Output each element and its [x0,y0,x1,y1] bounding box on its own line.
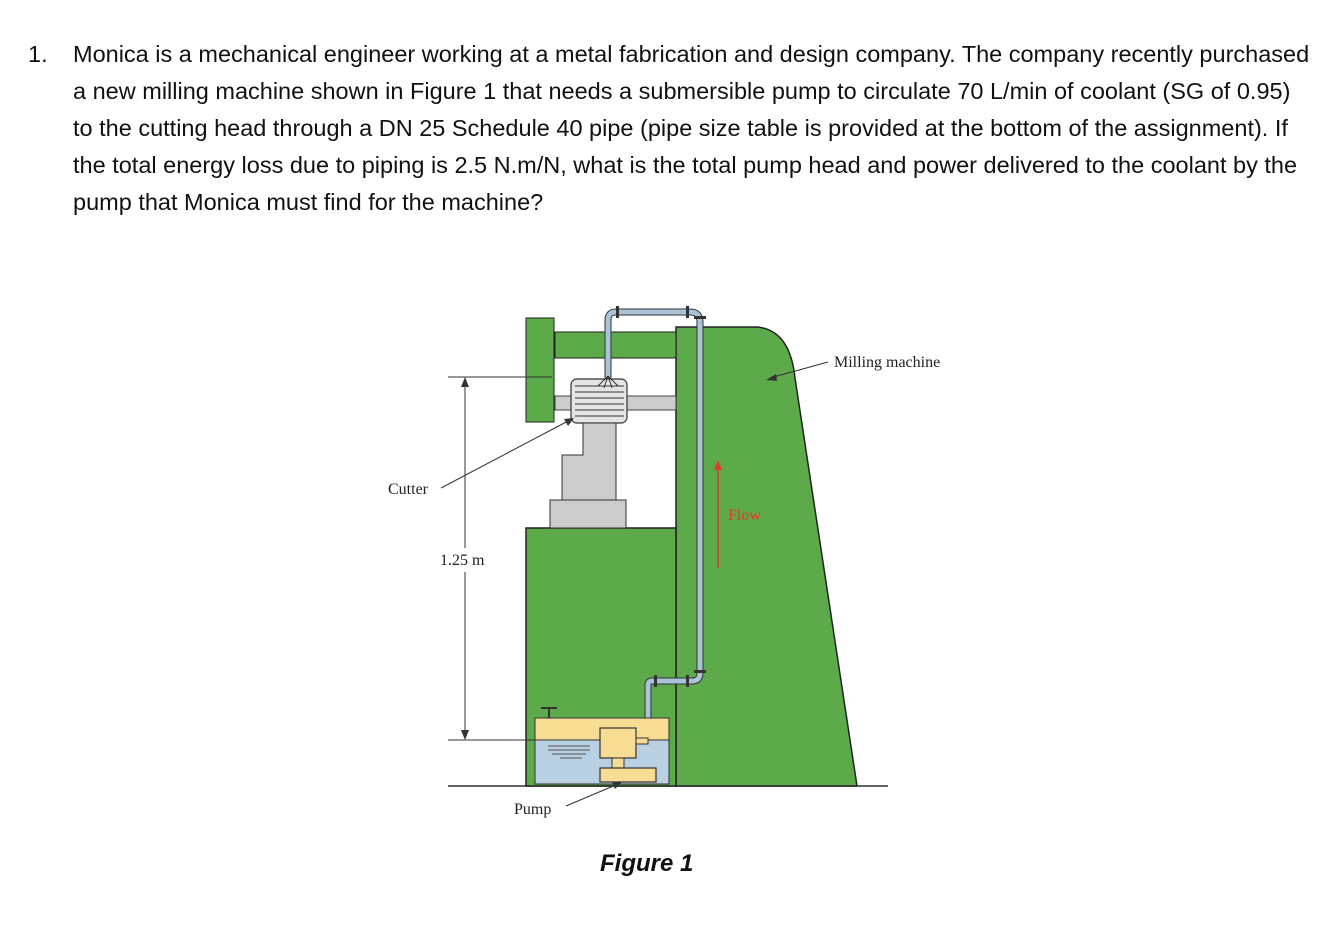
milling-machine-leader-arrow [766,374,777,381]
cutter-leader-arrow [564,418,574,426]
question-number: 1. [28,41,48,67]
dimension-arrow-up [461,377,469,387]
milling-machine-leader [769,361,829,379]
coolant-ripples [548,745,590,759]
machine-head-plate [525,317,555,423]
height-dimension [448,376,552,741]
machine-column [675,326,858,787]
milling-machine-label: Milling machine [834,354,940,371]
coolant-nozzle [597,375,619,389]
figure-caption: Figure 1 [600,850,694,877]
question-text: Monica is a mechanical engineer working … [73,41,1310,215]
flow-arrow-head [714,460,722,470]
filler-cap [541,707,557,718]
pump-label: Pump [514,801,551,818]
work-table-base [549,499,627,529]
height-label: 1.25 m [440,552,485,569]
work-table [561,422,617,501]
cutter-label: Cutter [388,481,429,498]
flow-label: Flow [728,507,761,524]
pump-leader [565,783,619,807]
machine-overarm [554,331,677,359]
cutter-leader [440,419,571,489]
pump-leader-arrow [612,782,622,789]
dimension-arrow-down [461,730,469,740]
coolant-pipe [604,306,706,718]
pump [599,727,657,783]
